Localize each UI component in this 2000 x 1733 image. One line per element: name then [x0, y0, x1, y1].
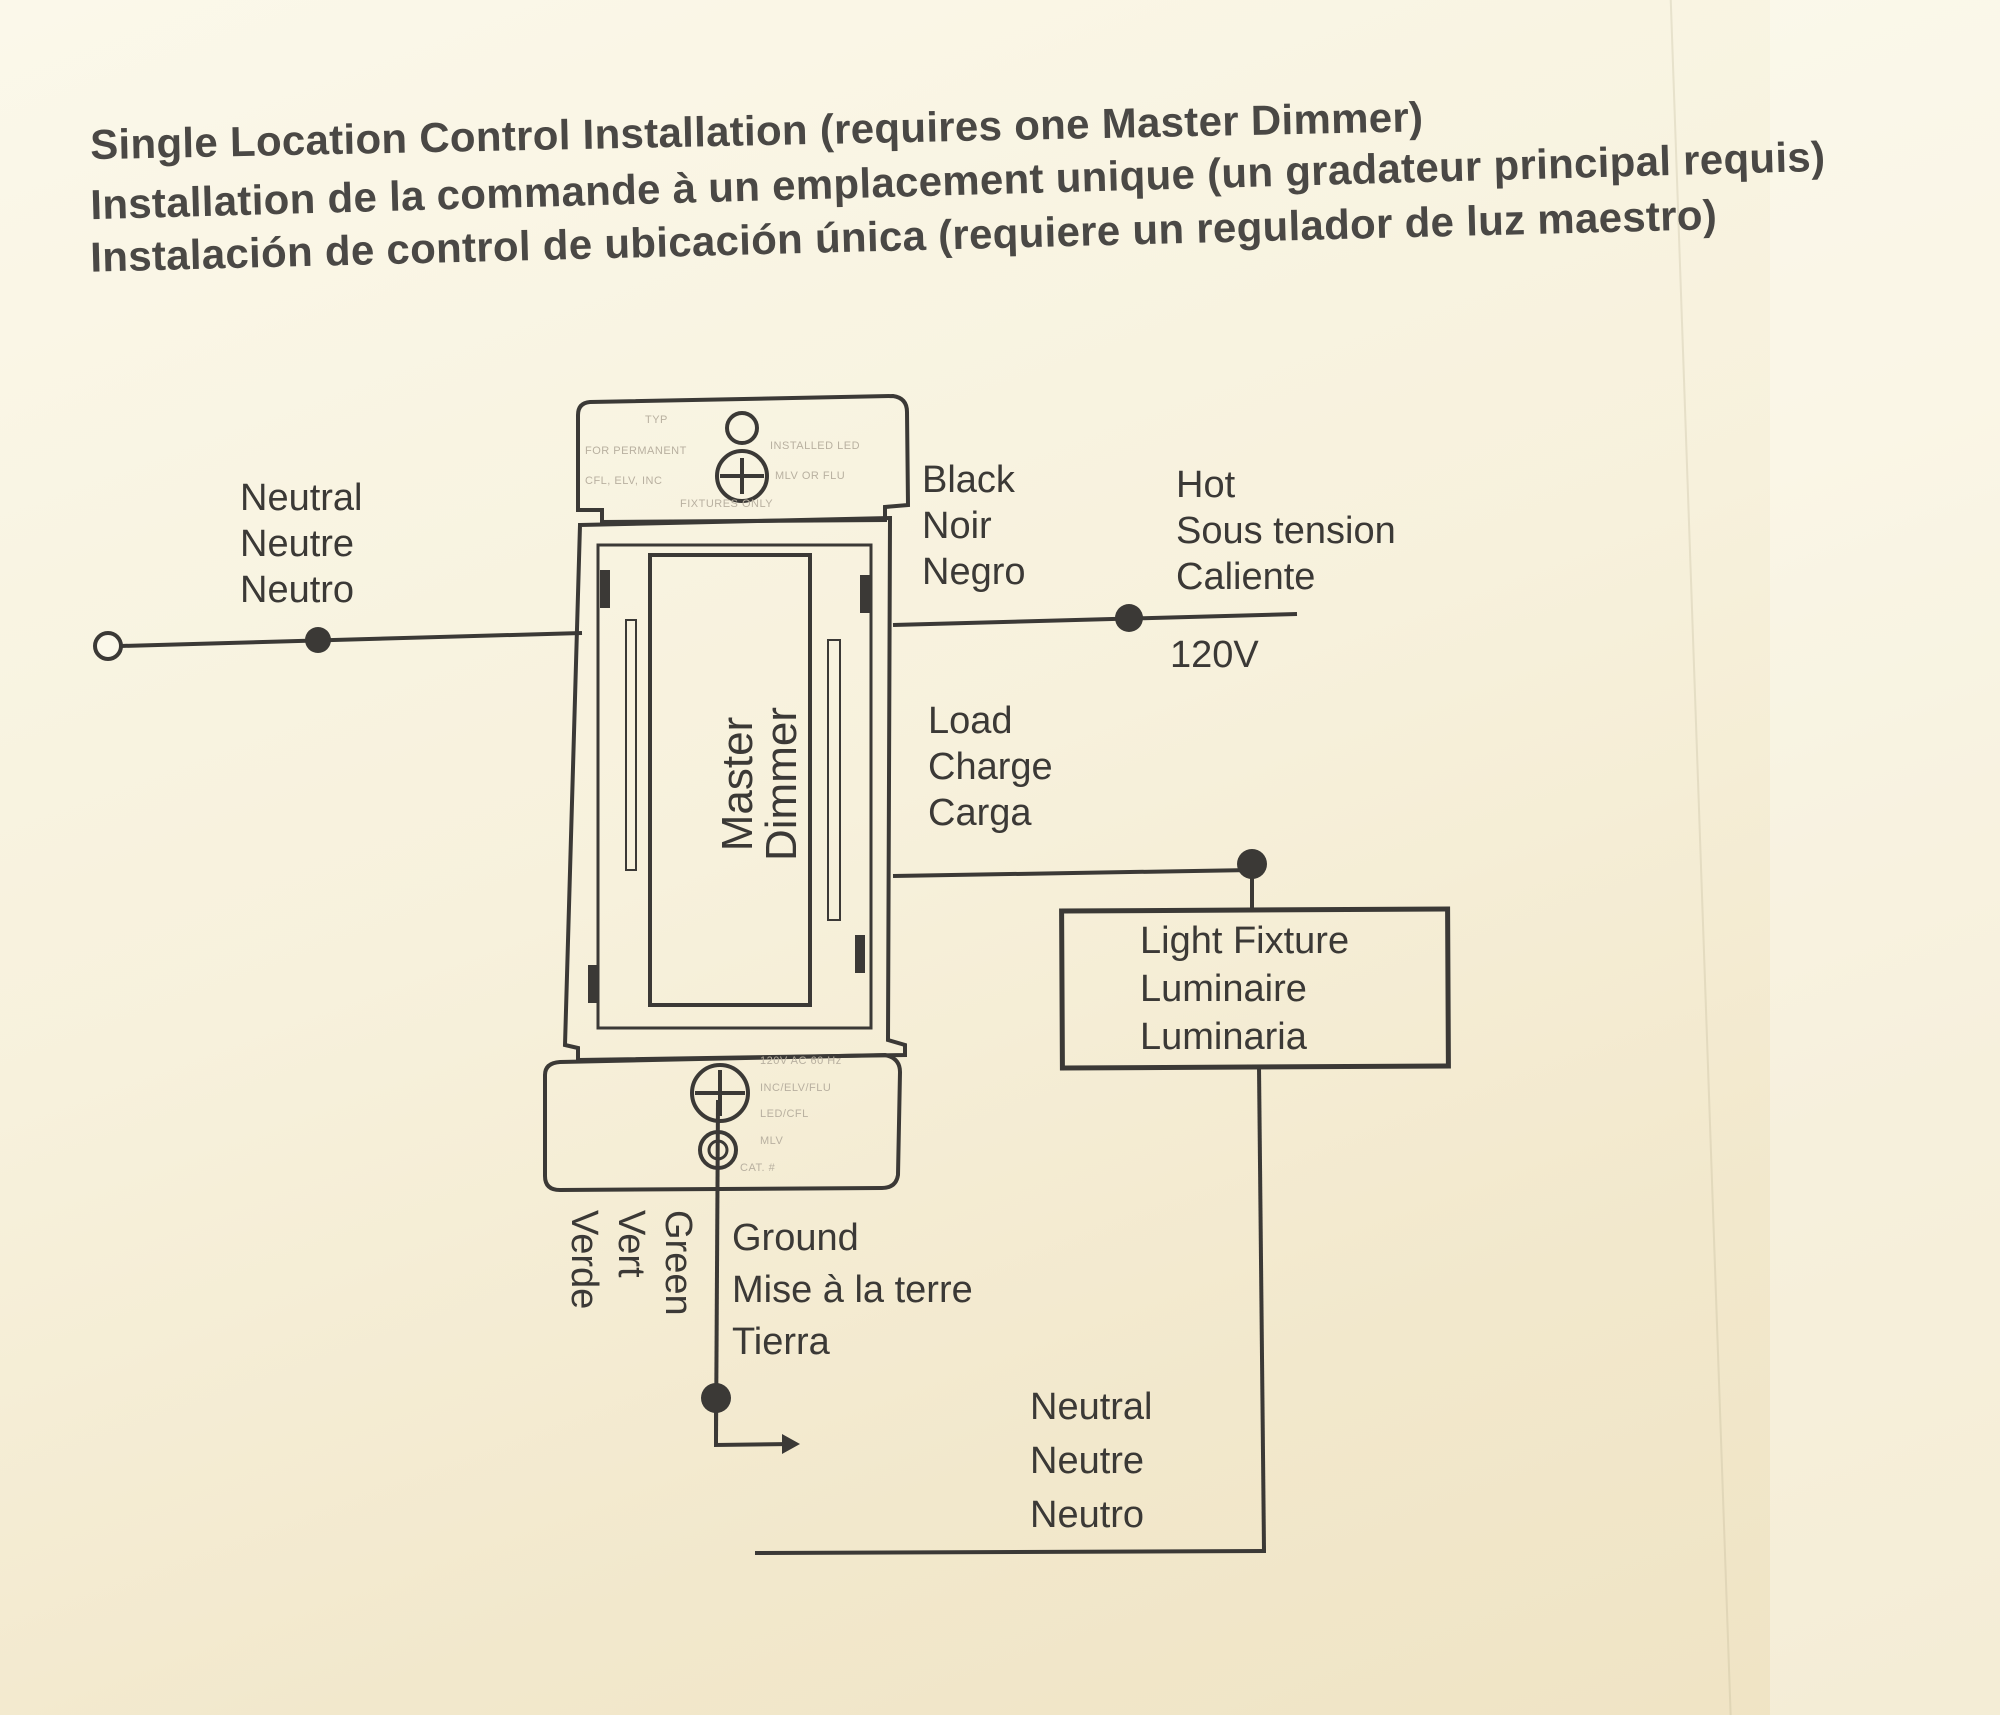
bottom-screw-slot [695, 1070, 745, 1116]
bottom-margin [0, 1715, 2000, 1733]
dimmer-body [562, 515, 907, 1063]
black-fr: Noir [922, 505, 992, 547]
ground-en: Ground [732, 1217, 859, 1259]
hot-es: Caliente [1176, 556, 1316, 598]
neutral-left-en: Neutral [240, 477, 363, 519]
black-wire-label: Black Noir Negro [922, 457, 1026, 595]
neutral-bottom-label: Neutral Neutre Neutro [1030, 1380, 1153, 1542]
neutral-wire-bottom [754, 1549, 1267, 1555]
paddle-side-right [827, 639, 841, 921]
hot-en: Hot [1176, 464, 1236, 506]
black-es: Negro [922, 551, 1026, 593]
load-wire [892, 868, 1253, 878]
neutral-junction-left [305, 627, 331, 653]
hot-fr: Sous tension [1176, 510, 1396, 552]
hot-wire [892, 612, 1298, 627]
top-plate-text-3: INSTALLED LED [770, 440, 861, 452]
top-plate-text-4: CFL, ELV, INC [585, 475, 663, 487]
master-dimmer-line2: Dimmer [757, 707, 806, 861]
top-mounting-hole [725, 411, 759, 445]
light-fixture-fr: Luminaire [1140, 968, 1307, 1010]
neutral-bottom-es: Neutro [1030, 1494, 1145, 1536]
bottom-mounting-strap [543, 1052, 903, 1193]
paper-edge [1770, 0, 2000, 1733]
top-plate-text-6: FIXTURES ONLY [680, 498, 774, 510]
dimmer-inner-frame [596, 543, 873, 1030]
top-plate-text-5: MLV OR FLU [775, 470, 846, 482]
load-en: Load [928, 700, 1013, 742]
bottom-plate-text-3: LED/CFL [760, 1108, 809, 1120]
neutral-bottom-fr: Neutre [1030, 1440, 1145, 1482]
paddle-side-left [625, 619, 637, 871]
load-es: Carga [928, 792, 1032, 834]
neutral-bottom-en: Neutral [1030, 1386, 1153, 1428]
neutral-left-label: Neutral Neutre Neutro [240, 475, 363, 613]
load-label: Load Charge Carga [928, 698, 1053, 836]
clip-tl [600, 570, 610, 608]
green-wire-label-fr: Vert [610, 1210, 652, 1278]
dimmer-paddle [648, 553, 812, 1007]
light-fixture-es: Luminaria [1140, 1016, 1307, 1058]
top-screw-icon [715, 449, 769, 503]
master-dimmer-label: Master Dimmer [713, 634, 806, 934]
load-fr: Charge [928, 746, 1053, 788]
ground-arrow-icon [782, 1434, 800, 1454]
neutral-terminal-open [93, 631, 123, 661]
bottom-plate-text-5: CAT. # [740, 1162, 776, 1174]
fixture-neutral-down [1257, 1066, 1266, 1551]
light-fixture-label: Light Fixture Luminaire Luminaria [1140, 917, 1349, 1061]
voltage-label: 120V [1170, 634, 1259, 676]
bottom-plate-text-4: MLV [760, 1135, 784, 1147]
light-fixture-en: Light Fixture [1140, 920, 1350, 962]
bottom-screw-icon [690, 1063, 750, 1123]
ground-fr: Mise à la terre [732, 1269, 973, 1311]
clip-bl [588, 965, 598, 1003]
green-wire-label-es: Verde [563, 1210, 605, 1310]
neutral-left-es: Neutro [240, 569, 355, 611]
master-dimmer-line1: Master [713, 716, 762, 852]
bottom-plate-text-1: 120V AC 60 Hz [760, 1055, 842, 1067]
clip-tr [860, 575, 870, 613]
hot-label: Hot Sous tension Caliente [1176, 462, 1396, 600]
clip-br [855, 935, 865, 973]
ground-lead [714, 1410, 793, 1448]
green-wire-label-en: Green [657, 1210, 699, 1316]
top-screw-slot [720, 458, 764, 494]
top-plate-text-2: FOR PERMANENT [585, 445, 687, 457]
ground-es: Tierra [732, 1321, 830, 1363]
neutral-wire-left [120, 631, 583, 648]
ground-junction [701, 1383, 731, 1413]
top-plate-text-1: TYP [645, 414, 668, 426]
neutral-left-fr: Neutre [240, 523, 355, 565]
ground-label: Ground Mise à la terre Tierra [732, 1212, 973, 1368]
black-en: Black [922, 459, 1015, 501]
light-fixture-box [1059, 906, 1451, 1071]
hot-junction [1115, 604, 1143, 632]
bottom-plate-text-2: INC/ELV/FLU [760, 1082, 832, 1094]
